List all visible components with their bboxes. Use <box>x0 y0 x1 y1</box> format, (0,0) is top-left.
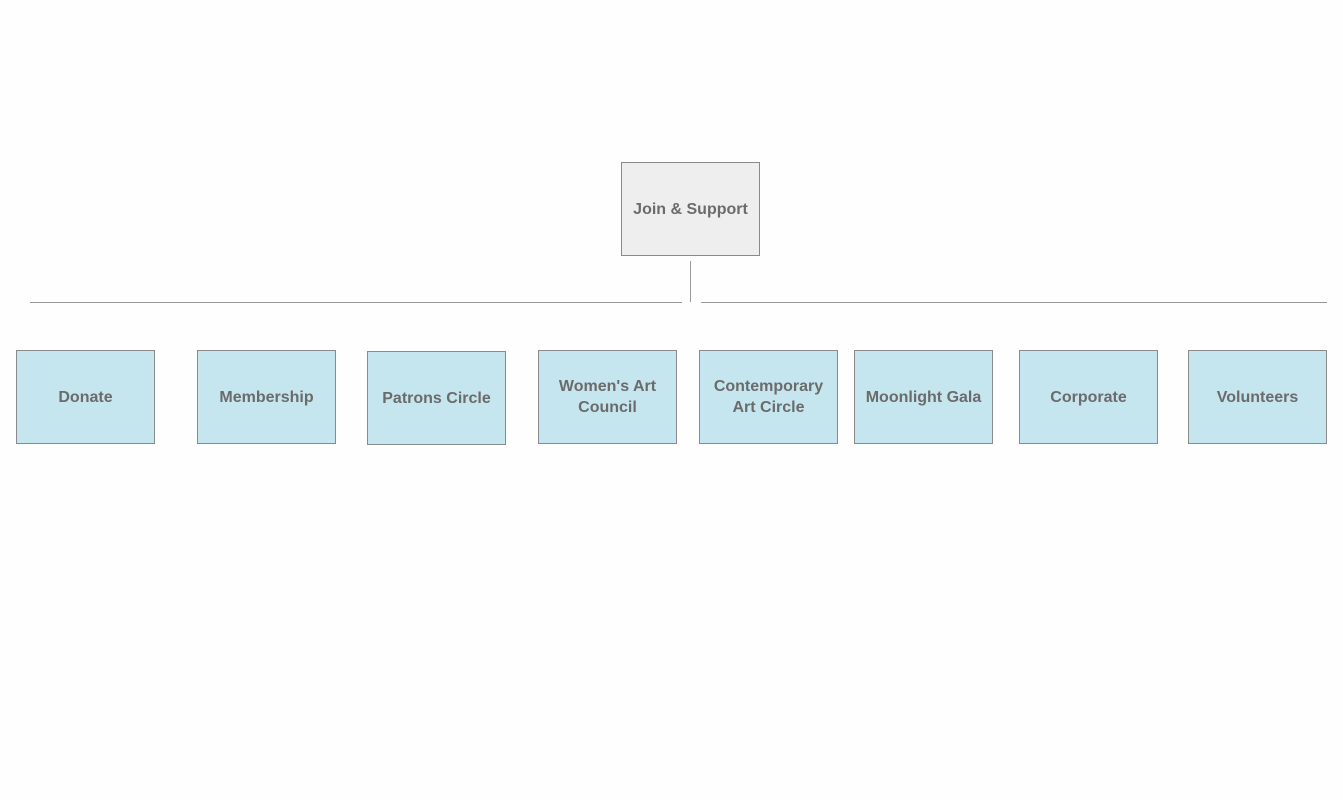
child-node-label: Women's Art Council <box>558 378 657 416</box>
child-node-moonlight-gala[interactable]: Moonlight Gala <box>854 350 993 444</box>
child-node-volunteers[interactable]: Volunteers <box>1188 350 1327 444</box>
child-node-label: Volunteers <box>1216 388 1299 406</box>
child-node-label: Donate <box>58 388 113 406</box>
child-node-patrons-circle[interactable]: Patrons Circle <box>367 351 506 445</box>
root-node-label: Join & Support <box>633 200 748 218</box>
child-node-womens-art-council[interactable]: Women's Art Council <box>538 350 677 444</box>
connector-horizontal-left <box>30 302 682 303</box>
child-node-label: Moonlight Gala <box>865 388 982 406</box>
child-node-contemporary-art-circle[interactable]: Contemporary Art Circle <box>699 350 838 444</box>
root-node-join-support[interactable]: Join & Support <box>621 162 760 256</box>
child-node-label: Corporate <box>1050 388 1127 406</box>
connector-horizontal-right <box>701 302 1327 303</box>
child-node-label: Membership <box>219 388 314 406</box>
child-node-label: Patrons Circle <box>382 389 491 407</box>
child-node-label: Contemporary Art Circle <box>713 378 824 416</box>
child-node-membership[interactable]: Membership <box>197 350 336 444</box>
child-node-corporate[interactable]: Corporate <box>1019 350 1158 444</box>
child-node-donate[interactable]: Donate <box>16 350 155 444</box>
root-connector-vertical <box>690 261 691 302</box>
